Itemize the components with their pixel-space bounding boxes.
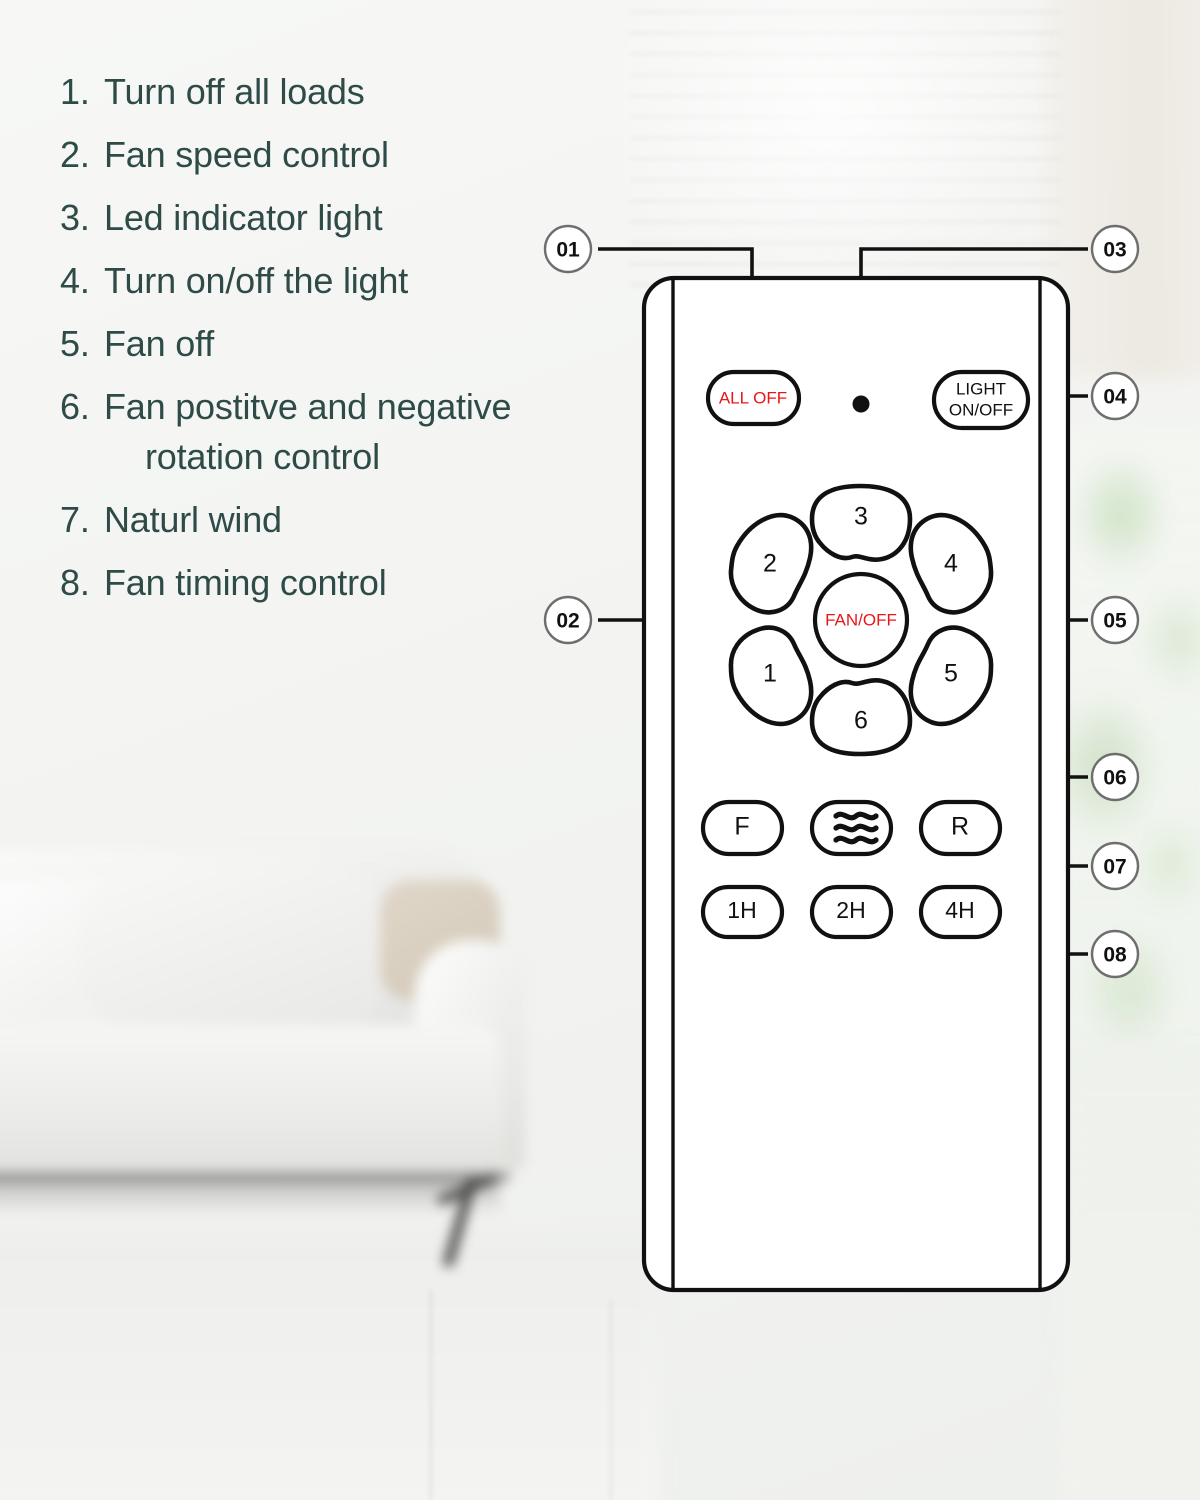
callout-label-05: 05 [1103, 610, 1127, 633]
list-item-number: 5. [60, 323, 90, 364]
callout-circle-07[interactable] [1090, 841, 1140, 891]
list-item-text-line1: Fan postitve and negative [104, 386, 512, 427]
list-item: 4. Turn on/off the light [60, 263, 620, 299]
list-item-text: Fan speed control [104, 134, 389, 175]
list-item-text: Fan off [104, 323, 215, 364]
sofa-shadow [0, 1181, 500, 1215]
list-item-text: Turn on/off the light [104, 260, 408, 301]
speed-button-2[interactable] [728, 512, 814, 615]
callout-label-06: 06 [1103, 767, 1126, 790]
floor-seam-2 [610, 1300, 612, 1500]
callout-circle-04[interactable] [1090, 371, 1140, 421]
speed-button-3[interactable] [809, 483, 913, 562]
sofa [0, 840, 600, 1310]
list-item-number: 3. [60, 197, 90, 238]
list-item-number: 2. [60, 134, 90, 175]
instruction-list: 1. Turn off all loads 2. Fan speed contr… [60, 74, 620, 628]
background-right-glow [1060, 1050, 1200, 1500]
list-item: 7. Naturl wind [60, 502, 620, 538]
wave-icon [833, 811, 879, 845]
reverse-label: R [951, 813, 969, 841]
list-item: 8. Fan timing control [60, 565, 620, 601]
callout-circle-05[interactable] [1090, 595, 1140, 645]
list-item-text: Naturl wind [104, 499, 282, 540]
callout-label-08: 08 [1103, 944, 1127, 967]
speed-button-5[interactable] [908, 625, 994, 727]
light-on-off-button[interactable] [931, 369, 1031, 431]
light-on-off-label-line1: LIGHT [956, 379, 1006, 398]
list-item: 5. Fan off [60, 326, 620, 362]
callout-label-02: 02 [556, 610, 579, 633]
list-item-number: 6. [60, 386, 90, 427]
list-item-number: 1. [60, 71, 90, 112]
callout-circle-02[interactable] [543, 595, 593, 645]
list-item: 1. Turn off all loads [60, 74, 620, 110]
list-item: 2. Fan speed control [60, 137, 620, 173]
timer-2h-label: 2H [836, 897, 865, 923]
speed-label-6: 6 [854, 707, 868, 735]
callout-label-04: 04 [1103, 386, 1127, 409]
list-item-text-line2: rotation control [145, 436, 380, 477]
fan-off-button[interactable] [812, 571, 910, 669]
floor-seam [430, 1290, 432, 1500]
timer-4h-button[interactable] [918, 884, 1003, 940]
list-item-number: 8. [60, 562, 90, 603]
list-item-number: 7. [60, 499, 90, 540]
light-on-off-label-line2: ON/OFF [949, 400, 1013, 419]
sofa-pillow-right [80, 865, 380, 1030]
list-item-number: 4. [60, 260, 90, 301]
led-indicator-dot [852, 395, 870, 413]
speed-button-4[interactable] [908, 512, 994, 615]
forward-button[interactable] [700, 799, 785, 857]
speed-label-2: 2 [763, 550, 777, 578]
speed-button-6[interactable] [809, 678, 913, 757]
sofa-frame-rail [0, 1172, 510, 1181]
all-off-label: ALL OFF [719, 388, 787, 407]
timer-2h-button[interactable] [809, 884, 894, 940]
speed-label-1: 1 [763, 660, 777, 688]
speed-button-1[interactable] [728, 625, 814, 727]
callout-badges: 01 02 03 04 05 06 07 08 [543, 224, 1140, 979]
all-off-button[interactable] [705, 369, 802, 427]
sofa-seat [0, 1025, 500, 1180]
list-item-text: Led indicator light [104, 197, 383, 238]
rotation-row: F R [700, 799, 1003, 857]
window-light-wash [620, 0, 1080, 310]
speed-label-5: 5 [944, 660, 958, 688]
list-item: 3. Led indicator light [60, 200, 620, 236]
list-item-text: Fan timing control [104, 562, 387, 603]
speed-label-4: 4 [944, 550, 958, 578]
fan-off-label: FAN/OFF [825, 610, 897, 629]
callout-circle-06[interactable] [1090, 752, 1140, 802]
forward-label: F [734, 813, 749, 841]
reverse-button[interactable] [918, 799, 1003, 857]
timer-4h-label: 4H [945, 897, 974, 923]
callout-label-03: 03 [1103, 239, 1126, 262]
fan-speed-ring: 3 2 4 1 5 6 FAN/OFF [728, 483, 994, 757]
list-item-text: Fan postitve and negative rotation contr… [104, 389, 620, 475]
callout-label-01: 01 [556, 239, 580, 262]
callout-circle-03[interactable] [1090, 224, 1140, 274]
timer-1h-label: 1H [727, 897, 756, 923]
timer-1h-button[interactable] [700, 884, 785, 940]
callout-circle-08[interactable] [1090, 929, 1140, 979]
callout-circle-01[interactable] [543, 224, 593, 274]
list-item: 6. Fan postitve and negative rotation co… [60, 389, 620, 475]
floor [0, 1230, 660, 1500]
speed-label-3: 3 [854, 503, 868, 531]
list-item-text: Turn off all loads [104, 71, 365, 112]
timer-row: 1H 2H 4H [700, 884, 1003, 940]
callout-label-07: 07 [1103, 856, 1126, 879]
